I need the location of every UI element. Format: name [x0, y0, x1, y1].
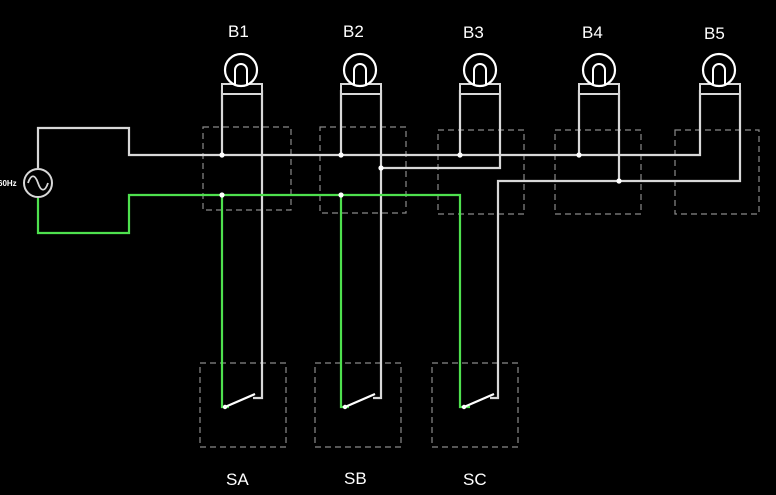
switch-label-sb: SB: [344, 469, 367, 488]
switch-sc[interactable]: [461, 392, 495, 410]
switch-contact-dot: [222, 404, 228, 410]
bulb-icon: [223, 52, 259, 88]
source-label: 60Hz: [0, 179, 17, 188]
bulb-filament: [234, 63, 248, 84]
bulb-label-b3: B3: [463, 23, 484, 42]
ac-source: 60Hz: [0, 168, 53, 198]
bulb-filament: [592, 63, 606, 84]
switch-boxes: [199, 362, 519, 448]
socket-box-b3: [437, 129, 525, 215]
sine-wave-icon: [27, 175, 49, 191]
bulb-icon: [342, 52, 378, 88]
neutral-wires: [36, 90, 742, 400]
b4b5-to-sc-wire: [490, 90, 742, 400]
switch-sa[interactable]: [222, 392, 256, 410]
bulb-label-b4: B4: [582, 23, 603, 42]
main-bus-wire: [36, 126, 702, 168]
bulb-b4: [578, 52, 620, 95]
switch-contact-dot: [342, 404, 348, 410]
junction-dot: [338, 192, 344, 198]
junction-dot: [576, 152, 582, 158]
bulb-label-b1: B1: [228, 22, 249, 41]
junction-dots: [219, 152, 622, 198]
live-bus-wire: [36, 193, 470, 409]
switch-box-sa: [199, 362, 287, 448]
switch-label-sa: SA: [226, 470, 249, 489]
socket-box-b5: [674, 129, 760, 215]
bulb-icon: [701, 52, 737, 88]
live-wires: [36, 193, 470, 409]
junction-dot: [338, 152, 344, 158]
switch-box-sb: [314, 362, 402, 448]
bulb-icon: [581, 52, 617, 88]
socket-box-b1: [202, 126, 292, 211]
sa-live-lead: [220, 195, 229, 409]
bulb-socket-boxes: [202, 126, 760, 215]
bulb-label-b5: B5: [704, 24, 725, 43]
bulb-b2: [340, 52, 382, 95]
bulb-b5: [699, 52, 741, 95]
switch-contact-blade: [344, 392, 376, 409]
bulb-b1: [221, 52, 263, 95]
bulb-label-b2: B2: [343, 22, 364, 41]
bulb-filament: [353, 63, 367, 84]
junction-dot: [457, 152, 463, 158]
b1-to-sa-wire: [253, 90, 264, 400]
junction-dot: [616, 178, 622, 184]
switch-contact-blade: [224, 392, 256, 409]
b2b3-to-sb-wire: [373, 155, 383, 400]
socket-box-b4: [554, 129, 642, 215]
bulb-filament: [712, 63, 726, 84]
switch-box-sc: [431, 362, 519, 448]
bulb-b3: [459, 52, 501, 95]
switch-contact-blade: [463, 392, 495, 409]
bulb-icon: [462, 52, 498, 88]
bulb-filament: [473, 63, 487, 84]
switch-label-sc: SC: [463, 470, 487, 489]
b3-right-lead: [381, 90, 502, 170]
junction-dot: [219, 152, 225, 158]
socket-box-b2: [319, 126, 407, 214]
source-label-bg: [0, 177, 22, 188]
sb-live-lead: [339, 195, 349, 409]
junction-dot: [378, 165, 384, 171]
switch-sb[interactable]: [342, 392, 376, 410]
junction-dot: [219, 192, 225, 198]
switch-contact-dot: [461, 404, 467, 410]
